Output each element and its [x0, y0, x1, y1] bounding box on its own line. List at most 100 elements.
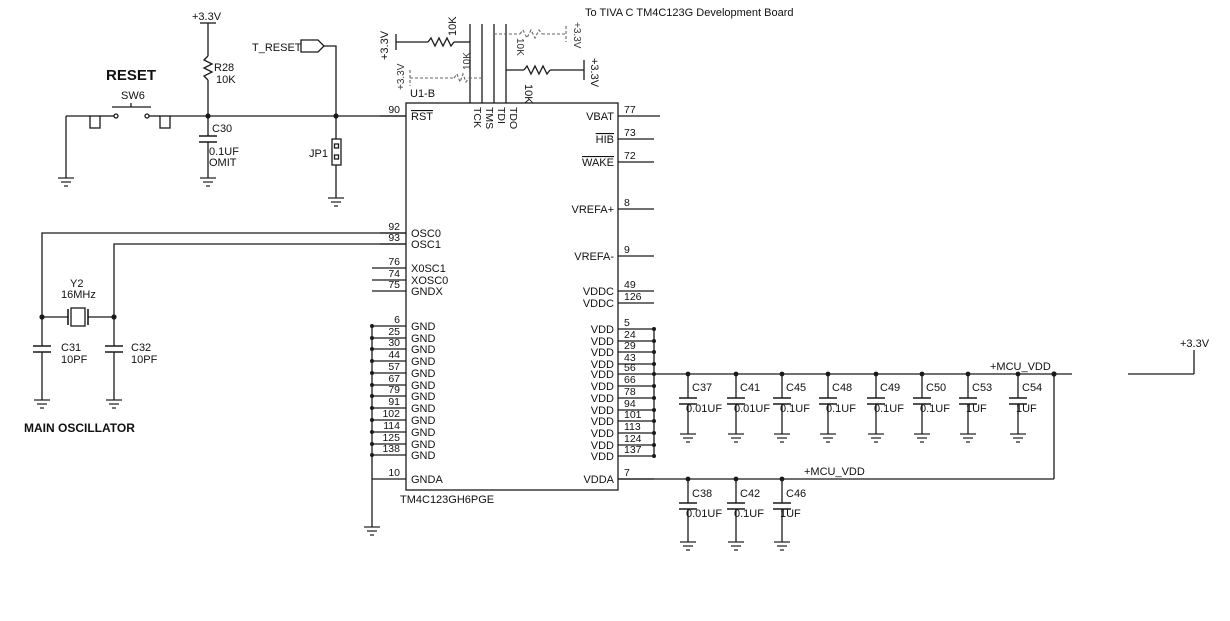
- jtag-supply-3: +3.3V: [571, 22, 582, 49]
- cap-name: C46: [786, 488, 806, 500]
- right-pin-number: 77: [624, 104, 636, 116]
- cap-name: C53: [972, 382, 992, 394]
- right-pin-name: VDD: [591, 369, 614, 381]
- cap-name: C37: [692, 382, 712, 394]
- right-pin-number: 73: [624, 127, 636, 139]
- jtag-supply-1: +3.3V: [379, 30, 391, 60]
- cap-value: 0.01UF: [686, 508, 722, 520]
- left-pin-name: GND: [411, 439, 436, 451]
- crystal-name: Y2: [70, 278, 83, 290]
- left-pin-name: X0SC1: [411, 263, 446, 275]
- right-pin-name: VREFA-: [574, 251, 614, 263]
- right-pin-name: VDD: [591, 393, 614, 405]
- vdd-cap: C48 0.1UF: [819, 371, 856, 443]
- right-pin-number: 101: [624, 409, 642, 421]
- right-pin-name: VDD: [591, 324, 614, 336]
- board-label: To TIVA C TM4C123G Development Board: [585, 7, 794, 19]
- left-pin-name: RST: [411, 111, 433, 123]
- left-pin-name: GND: [411, 380, 436, 392]
- vdd-cap: C54 1UF: [1009, 371, 1042, 443]
- vdd-cap: C41 0.01UF: [727, 371, 770, 443]
- cap-value: 0.01UF: [734, 403, 770, 415]
- c30-note: OMIT: [209, 157, 237, 169]
- gnd-symbol: [680, 541, 696, 551]
- chip-left-pins: 90RST92OSC093OSC176X0SC174XOSC075GNDX6GN…: [370, 104, 448, 486]
- right-pin-name: VREFA+: [572, 204, 615, 216]
- sw6-label: SW6: [121, 90, 145, 102]
- left-pin-name: GND: [411, 427, 436, 439]
- cap-name: C48: [832, 382, 852, 394]
- right-pin-number: 7: [624, 467, 630, 479]
- gnd-symbol: [820, 433, 836, 443]
- right-pin-name: VDD: [591, 416, 614, 428]
- left-pin-name: GND: [411, 368, 436, 380]
- left-pin-name: XOSC0: [411, 275, 448, 287]
- reset-supply: +3.3V: [192, 11, 222, 23]
- jp1-label: JP1: [309, 148, 328, 160]
- t-reset-label: T_RESET: [252, 42, 302, 54]
- cap-value: 0.1UF: [734, 508, 764, 520]
- left-pin-number: 125: [382, 432, 400, 444]
- cap-value: 0.1UF: [874, 403, 904, 415]
- gnd-symbol: [680, 433, 696, 443]
- mcu-vdd-net-2: +MCU_VDD: [804, 466, 865, 478]
- crystal-value: 16MHz: [61, 289, 96, 301]
- cap-value: 1UF: [1016, 403, 1037, 415]
- right-pin-name: VDD: [591, 381, 614, 393]
- right-pin-name: VDD: [591, 451, 614, 463]
- left-pin-number: 44: [388, 349, 400, 361]
- right-pin-number: 49: [624, 279, 636, 291]
- right-pin-number: 72: [624, 150, 636, 162]
- left-pin-number: 57: [388, 361, 400, 373]
- c32-name: C32: [131, 342, 151, 354]
- left-pin-number: 93: [388, 232, 400, 244]
- right-pin-number: 137: [624, 444, 642, 456]
- vdda-cap: C42 0.1UF: [727, 476, 764, 551]
- left-pin-name: GND: [411, 344, 436, 356]
- gnd-symbol: [774, 433, 790, 443]
- jtag-r-value-1: 10K: [447, 16, 459, 36]
- cap-value: 1UF: [780, 508, 801, 520]
- left-pin-name: GND: [411, 450, 436, 462]
- gnd-symbol: [960, 433, 976, 443]
- c30-value: 0.1UF: [209, 146, 239, 158]
- left-pin-name: GNDA: [411, 474, 443, 486]
- cap-name: C42: [740, 488, 760, 500]
- right-pin-name: VDD: [591, 359, 614, 371]
- left-pin-name: OSC1: [411, 239, 441, 251]
- chip-part: TM4C123GH6PGE: [400, 494, 494, 506]
- right-pin-number: 124: [624, 433, 642, 445]
- left-pin-number: 67: [388, 373, 400, 385]
- jtag-r-value-4: 10K: [522, 84, 534, 104]
- right-pin-name: VDD: [591, 440, 614, 452]
- cap-value: 0.1UF: [826, 403, 856, 415]
- r28-value: 10K: [216, 74, 236, 86]
- right-pin-name: VDD: [591, 428, 614, 440]
- gnd-symbol: [914, 433, 930, 443]
- right-pin-number: 94: [624, 398, 636, 410]
- cap-name: C50: [926, 382, 946, 394]
- left-pin-number: 25: [388, 326, 400, 338]
- left-pin-name: GND: [411, 415, 436, 427]
- right-pin-name: VDD: [591, 405, 614, 417]
- oscillator-title: MAIN OSCILLATOR: [24, 421, 135, 435]
- c30-name: C30: [212, 123, 232, 135]
- left-pin-number: 6: [394, 314, 400, 326]
- right-pin-name: VBAT: [586, 111, 614, 123]
- left-pin-number: 74: [388, 268, 400, 280]
- left-pin-number: 102: [382, 408, 400, 420]
- c32-value: 10PF: [131, 354, 158, 366]
- left-pin-name: GND: [411, 403, 436, 415]
- cap-name: C54: [1022, 382, 1042, 394]
- right-pin-name: VDDC: [583, 286, 614, 298]
- cap-name: C41: [740, 382, 760, 394]
- right-pin-number: 113: [624, 421, 641, 433]
- left-pin-number: 10: [388, 467, 400, 479]
- right-pin-number: 78: [624, 386, 636, 398]
- gnd-symbol: [58, 177, 74, 187]
- jtag-r-value-2: 10K: [462, 52, 473, 70]
